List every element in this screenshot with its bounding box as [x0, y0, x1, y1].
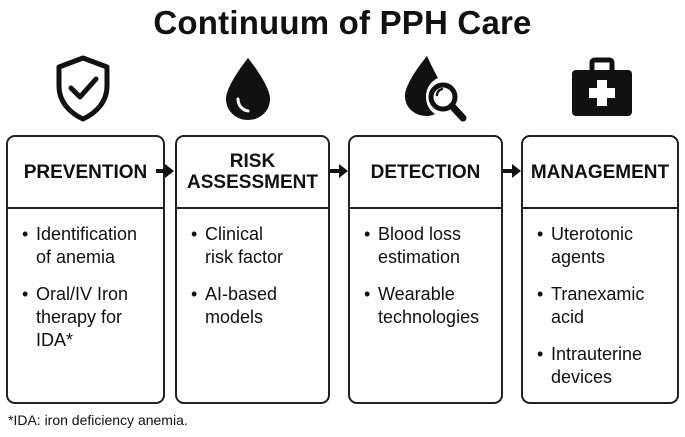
- bullet: •: [191, 284, 198, 304]
- stage-heading-box: PREVENTION: [8, 137, 163, 209]
- list-item-text: Uterotonic agents: [551, 224, 634, 267]
- list-item-text: Blood loss estimation: [378, 224, 462, 267]
- stage-card-risk-assessment: RISK ASSESSMENT • Clinical risk factor •…: [175, 135, 330, 404]
- stage-heading: MANAGEMENT: [530, 161, 670, 183]
- stage-heading-box: RISK ASSESSMENT: [177, 137, 328, 209]
- flow-arrow-icon: [330, 163, 348, 179]
- bullet: •: [537, 284, 544, 304]
- stage-body: • Blood loss estimation • Wearable techn…: [350, 209, 501, 402]
- list-item-text: AI-based models: [205, 284, 278, 327]
- list-item-text: Clinical risk factor: [205, 224, 284, 267]
- stage-card-management: MANAGEMENT • Uterotonic agents • Tranexa…: [521, 135, 679, 404]
- flow-arrow-icon: [156, 163, 174, 179]
- blood-drop-icon: [212, 52, 284, 124]
- list-item: • AI-based models: [191, 283, 320, 329]
- footnote: *IDA: iron deficiency anemia.: [8, 412, 188, 428]
- bullet: •: [364, 284, 371, 304]
- bullet: •: [22, 284, 29, 304]
- list-item: • Tranexamic acid: [537, 283, 669, 329]
- shield-check-icon: [47, 52, 119, 124]
- stage-heading: RISK ASSESSMENT: [187, 151, 318, 193]
- diagram-title: Continuum of PPH Care: [153, 4, 532, 41]
- list-item-text: Identification of anemia: [36, 224, 138, 267]
- bullet: •: [537, 224, 544, 244]
- list-item-text: Wearable technologies: [378, 284, 480, 327]
- list-item: • Wearable technologies: [364, 283, 493, 329]
- bullet: •: [537, 344, 544, 364]
- flow-arrow-icon: [503, 163, 521, 179]
- list-item: • Oral/IV Iron therapy for IDA*: [22, 283, 155, 352]
- stage-heading-box: DETECTION: [350, 137, 501, 209]
- stage-heading: PREVENTION: [23, 161, 148, 183]
- list-item: • Blood loss estimation: [364, 223, 493, 269]
- list-item: • Clinical risk factor: [191, 223, 320, 269]
- stage-body: • Clinical risk factor • AI-based models: [177, 209, 328, 402]
- stage-heading-box: MANAGEMENT: [523, 137, 677, 209]
- list-item: • Intrauterine devices: [537, 343, 669, 389]
- list-item: • Uterotonic agents: [537, 223, 669, 269]
- stage-card-prevention: PREVENTION • Identification of anemia • …: [6, 135, 165, 404]
- stage-body: • Identification of anemia • Oral/IV Iro…: [8, 209, 163, 402]
- list-item-text: Intrauterine devices: [551, 344, 643, 387]
- stage-heading: DETECTION: [370, 161, 481, 183]
- drop-magnifier-icon: [397, 52, 469, 124]
- list-item-text: Oral/IV Iron therapy for IDA*: [36, 284, 129, 350]
- bullet: •: [191, 224, 198, 244]
- medical-kit-icon: [566, 52, 638, 124]
- bullet: •: [364, 224, 371, 244]
- bullet: •: [22, 224, 29, 244]
- stage-body: • Uterotonic agents • Tranexamic acid • …: [523, 209, 677, 402]
- list-item: • Identification of anemia: [22, 223, 155, 269]
- list-item-text: Tranexamic acid: [551, 284, 645, 327]
- stage-card-detection: DETECTION • Blood loss estimation • Wear…: [348, 135, 503, 404]
